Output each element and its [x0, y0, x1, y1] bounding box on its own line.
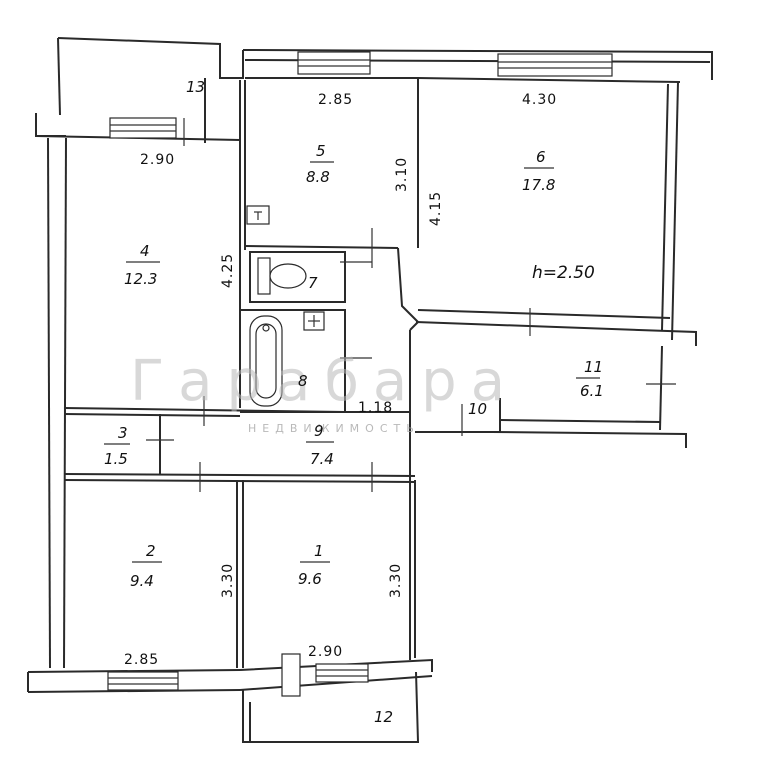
- window-room6: [497, 53, 613, 77]
- windows: [107, 51, 613, 697]
- door-marks: [146, 118, 676, 492]
- room-7-number: 7: [308, 274, 318, 292]
- door-balcony12: [281, 653, 301, 697]
- room-6-area: 17.8: [522, 176, 555, 194]
- room-1-number: 1: [314, 542, 324, 560]
- exterior-walls: [27, 37, 713, 743]
- room-9-number: 9: [314, 422, 324, 440]
- room-4-area: 12.3: [124, 270, 157, 288]
- room-9-area: 7.4: [310, 450, 334, 468]
- watermark-brand: Гарабара: [130, 349, 519, 414]
- room-3-number: 3: [118, 424, 128, 442]
- bathtub: [249, 315, 283, 407]
- dim-room4-width: 2.90: [140, 152, 175, 168]
- room-labels: 13 5 8.8 6 17.8 4 12.3 7 8 3 1.5 9 7.4 1…: [104, 78, 604, 726]
- dimension-labels: 2.90 2.85 4.30 2.85 2.90 1.18 3.10 4.15 …: [124, 92, 595, 668]
- window-room1: [315, 663, 369, 683]
- ceiling-height: h=2.50: [532, 263, 595, 283]
- room-4-number: 4: [140, 242, 150, 260]
- sink: [303, 311, 325, 331]
- dim-room5-width: 2.85: [318, 92, 353, 108]
- window-room5: [297, 51, 371, 75]
- toilet: [257, 257, 307, 295]
- room-6-number: 6: [536, 148, 546, 166]
- room-8-number: 8: [298, 372, 308, 390]
- dim-room2-depth: 3.30: [220, 563, 236, 598]
- dim-room5-depth: 3.10: [394, 157, 410, 192]
- room-13-number: 13: [186, 78, 205, 96]
- dim-room6-depth: 4.15: [428, 191, 444, 226]
- room-11-area: 6.1: [580, 382, 604, 400]
- dim-room1-depth: 3.30: [388, 563, 404, 598]
- vent-shaft: [246, 205, 270, 225]
- room-12-number: 12: [374, 708, 393, 726]
- dim-corridor: 1.18: [358, 400, 393, 416]
- room-5-number: 5: [316, 142, 326, 160]
- room-2-number: 2: [146, 542, 156, 560]
- window-room2: [107, 671, 179, 691]
- watermark: Гарабара НЕДВИЖИМОСТЬ: [130, 349, 519, 435]
- room-5-area: 8.8: [306, 168, 330, 186]
- watermark-subtitle: НЕДВИЖИМОСТЬ: [248, 422, 420, 435]
- room-1-area: 9.6: [298, 570, 322, 588]
- room-11-number: 11: [584, 358, 603, 376]
- interior-walls: [63, 80, 501, 668]
- room-10-number: 10: [468, 400, 487, 418]
- dim-room6-width: 4.30: [522, 92, 557, 108]
- dim-room4-depth: 4.25: [220, 253, 236, 288]
- window-room4: [109, 117, 177, 139]
- dim-room1-width: 2.90: [308, 644, 343, 660]
- room-2-area: 9.4: [130, 572, 154, 590]
- dim-room2-width: 2.85: [124, 652, 159, 668]
- room-3-area: 1.5: [104, 450, 128, 468]
